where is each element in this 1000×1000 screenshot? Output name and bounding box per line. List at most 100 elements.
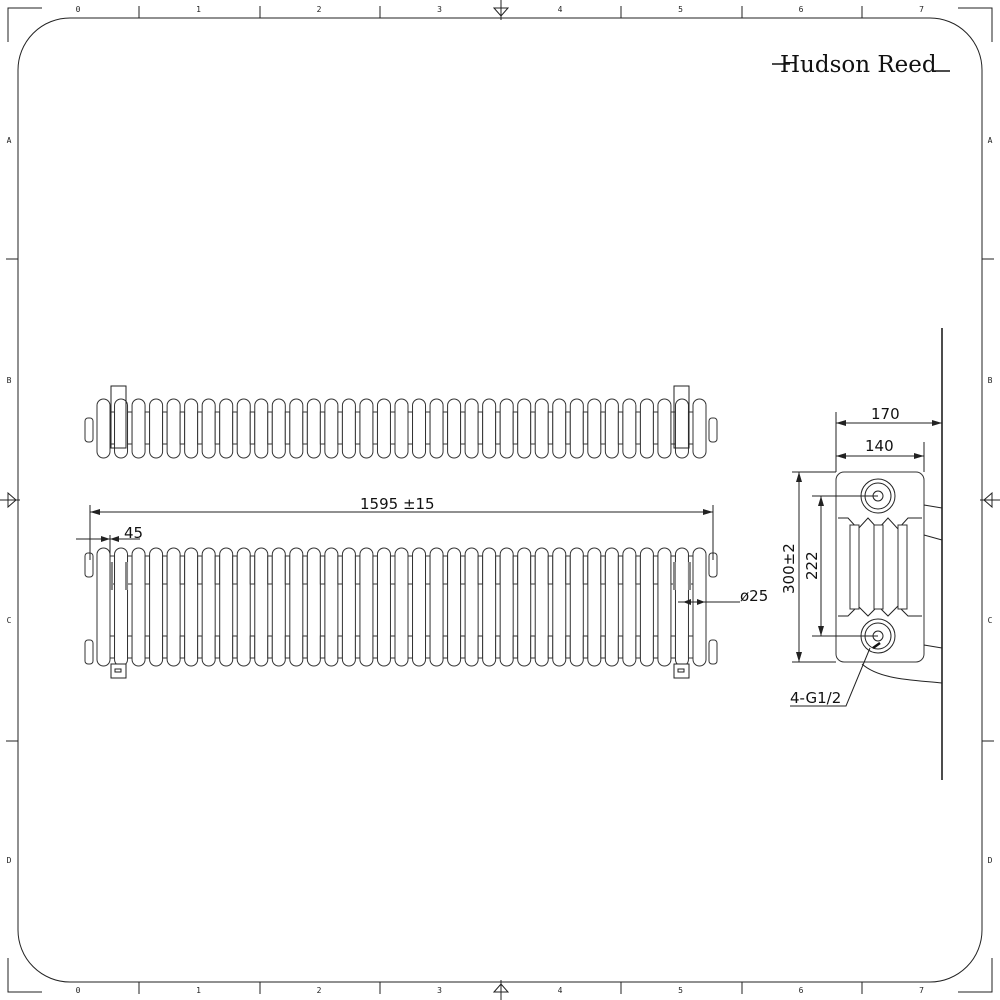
row-label: A xyxy=(7,136,12,145)
front-nipple xyxy=(442,555,449,585)
front-section xyxy=(184,547,199,667)
front-section xyxy=(622,547,637,667)
front-nipple xyxy=(477,555,484,585)
top-nipple xyxy=(354,411,361,445)
top-nipple xyxy=(162,411,168,445)
column-label: 3 xyxy=(437,5,442,14)
front-section xyxy=(517,547,532,667)
end-cap xyxy=(84,639,94,665)
top-nipple xyxy=(179,411,186,445)
top-section xyxy=(552,398,567,459)
top-section xyxy=(517,398,532,459)
front-section xyxy=(429,547,444,667)
row-label: B xyxy=(7,376,12,385)
front-nipple xyxy=(249,555,256,585)
front-nipple xyxy=(407,555,414,585)
column-label: 6 xyxy=(799,986,804,995)
front-nipple xyxy=(372,635,378,659)
top-nipple xyxy=(372,411,378,445)
top-section xyxy=(219,398,234,459)
front-nipple xyxy=(565,555,571,585)
top-section xyxy=(289,398,304,459)
bracket-slot xyxy=(677,668,685,673)
wall-bracket xyxy=(110,663,127,679)
column-label: 2 xyxy=(317,986,322,995)
front-nipple xyxy=(197,555,203,585)
top-nipple xyxy=(477,411,484,445)
top-section xyxy=(604,398,619,459)
front-nipple xyxy=(460,635,466,659)
top-nipple xyxy=(197,411,203,445)
front-section xyxy=(604,547,619,667)
front-nipple xyxy=(284,635,291,659)
front-section xyxy=(236,547,251,667)
front-nipple xyxy=(249,635,256,659)
top-section xyxy=(534,398,549,459)
front-nipple xyxy=(425,635,431,659)
top-nipple xyxy=(302,411,308,445)
front-nipple xyxy=(617,635,624,659)
front-nipple xyxy=(267,555,273,585)
front-nipple xyxy=(389,555,396,585)
front-nipple xyxy=(512,555,519,585)
length-label: 1595 ±15 xyxy=(360,495,435,513)
top-section xyxy=(271,398,286,459)
top-section xyxy=(341,398,356,459)
front-nipple xyxy=(547,635,554,659)
front-section xyxy=(464,547,479,667)
front-section xyxy=(657,547,672,667)
top-section xyxy=(622,398,637,459)
ruler-ticks xyxy=(6,6,994,994)
wall-bracket xyxy=(110,385,127,449)
radiator-front-view xyxy=(84,547,718,679)
front-nipple xyxy=(127,555,133,585)
top-nipple xyxy=(652,411,659,445)
pipe-diameter-label: ø25 xyxy=(740,587,768,605)
front-section xyxy=(394,547,409,667)
front-section xyxy=(674,547,689,667)
end-cap xyxy=(84,417,94,443)
top-nipple xyxy=(442,411,449,445)
front-nipple xyxy=(407,635,414,659)
connection-label: 4-G1/2 xyxy=(790,689,841,707)
top-nipple xyxy=(425,411,431,445)
row-label: A xyxy=(988,136,993,145)
front-section xyxy=(359,547,374,667)
front-nipple xyxy=(319,635,326,659)
front-nipple xyxy=(302,635,308,659)
top-section xyxy=(131,398,146,459)
top-section xyxy=(306,398,321,459)
front-nipple xyxy=(635,555,641,585)
column-label: 4 xyxy=(558,5,563,14)
row-label: B xyxy=(988,376,993,385)
top-nipple xyxy=(495,411,501,445)
front-nipple xyxy=(652,555,659,585)
top-section xyxy=(657,398,672,459)
row-label: C xyxy=(988,616,993,625)
front-nipple xyxy=(495,555,501,585)
top-section xyxy=(412,398,427,459)
front-nipple xyxy=(179,635,186,659)
top-section xyxy=(464,398,479,459)
depth-overall-label: 170 xyxy=(871,405,900,423)
column-label: 1 xyxy=(196,986,201,995)
column-label: 5 xyxy=(678,5,683,14)
top-nipple xyxy=(337,411,343,445)
front-section xyxy=(96,547,111,667)
height-label: 300±2 xyxy=(780,543,798,594)
front-nipple xyxy=(635,635,641,659)
front-nipple xyxy=(530,635,536,659)
top-nipple xyxy=(635,411,641,445)
top-section xyxy=(201,398,216,459)
front-nipple xyxy=(582,635,589,659)
front-section xyxy=(376,547,391,667)
bracket-clip xyxy=(125,562,128,590)
front-nipple xyxy=(442,635,449,659)
front-nipple xyxy=(530,555,536,585)
column-label: 1 xyxy=(196,5,201,14)
front-nipple xyxy=(670,635,676,659)
column-label: 6 xyxy=(799,5,804,14)
